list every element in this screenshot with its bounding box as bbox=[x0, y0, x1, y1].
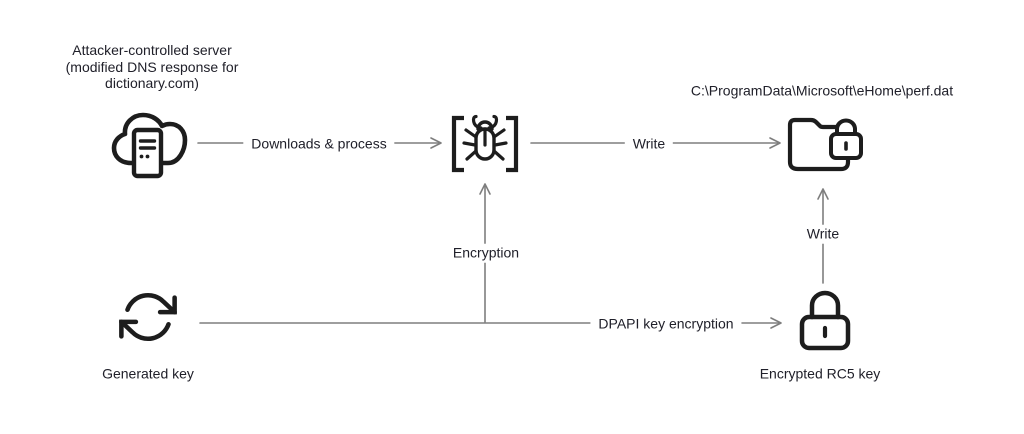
refresh-cycle-icon bbox=[119, 288, 177, 346]
encrypted-rc5-key-label: Encrypted RC5 key bbox=[759, 365, 881, 382]
edge-label-write-key: Write bbox=[798, 224, 848, 244]
edge-label-dpapi-key-encryption: DPAPI key encryption bbox=[590, 314, 742, 334]
edge-label-downloads-process: Downloads & process bbox=[243, 134, 395, 154]
attacker-server-label: Attacker-controlled server (modified DNS… bbox=[65, 42, 239, 92]
cloud-server-icon bbox=[109, 110, 189, 180]
bug-in-brackets-icon bbox=[447, 113, 523, 175]
edge-label-encryption: Encryption bbox=[444, 243, 528, 263]
edge-label-write-file: Write bbox=[624, 134, 674, 154]
perf-file-path-label: C:\ProgramData\Microsoft\eHome\perf.dat bbox=[690, 82, 954, 99]
generated-key-label: Generated key bbox=[102, 365, 194, 382]
folder-lock-icon bbox=[786, 112, 864, 178]
padlock-icon bbox=[797, 287, 853, 353]
